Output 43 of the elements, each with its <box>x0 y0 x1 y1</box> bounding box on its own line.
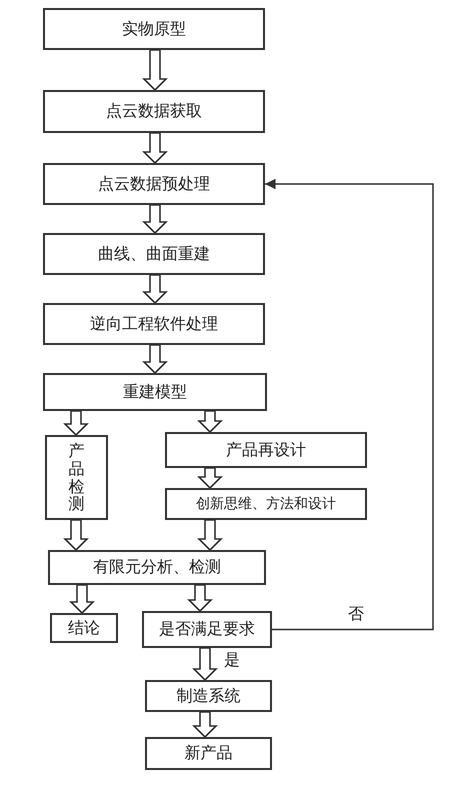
block-arrow <box>192 711 218 738</box>
block-arrow <box>142 204 168 234</box>
step-text: 重建模型 <box>123 382 187 402</box>
block-arrow <box>69 584 95 614</box>
process-box <box>165 432 367 468</box>
process-box <box>48 550 266 585</box>
step-text: 是否满足要求 <box>159 619 255 640</box>
block-arrow <box>197 519 223 552</box>
step-text: 点云数据获取 <box>106 101 202 122</box>
process-box <box>43 303 265 345</box>
process-box <box>165 488 367 520</box>
block-arrow <box>142 49 168 92</box>
block-arrow <box>142 132 168 164</box>
step-text: 实物原型 <box>122 18 186 40</box>
process-box <box>145 680 272 712</box>
process-box <box>43 373 267 411</box>
block-arrow <box>187 584 213 612</box>
block-arrow <box>192 647 218 682</box>
feedback-arrow <box>265 178 434 630</box>
block-arrow <box>142 344 168 374</box>
process-box <box>43 233 265 275</box>
process-box <box>142 611 272 648</box>
block-arrow <box>63 410 89 436</box>
step-text: 制造系统 <box>176 686 240 706</box>
process-box <box>145 737 272 770</box>
process-box <box>43 90 265 133</box>
step-text: 产品检测 <box>68 442 84 513</box>
step-text: 新产品 <box>184 743 232 764</box>
process-box <box>43 8 265 50</box>
block-arrow <box>63 519 89 552</box>
block-arrow <box>142 274 168 304</box>
process-box <box>43 163 265 205</box>
process-box <box>50 613 118 643</box>
step-text: 曲线、曲面重建 <box>98 244 210 264</box>
step-text: 点云数据预处理 <box>98 174 210 194</box>
block-arrow <box>197 410 223 434</box>
block-arrow <box>197 467 223 490</box>
step-text: 结论 <box>68 618 100 638</box>
step-text: 逆向工程软件处理 <box>90 314 218 334</box>
step-text: 产品再设计 <box>226 440 306 460</box>
process-box <box>45 435 108 520</box>
step-text: 创新思维、方法和设计 <box>196 495 336 513</box>
step-text: 有限元分析、检测 <box>93 557 221 578</box>
